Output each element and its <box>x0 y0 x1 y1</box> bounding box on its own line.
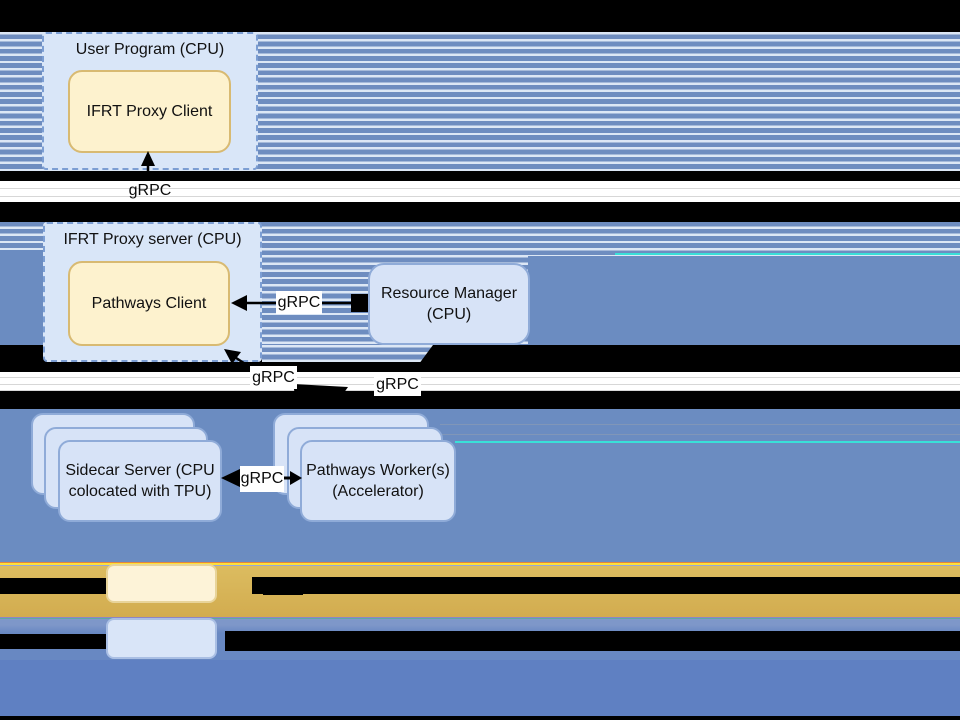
grpc-label-2: gRPC <box>276 291 322 314</box>
artifact-gray-line-2 <box>440 434 960 435</box>
resource-manager-label-line1: Resource Manager <box>380 284 518 302</box>
glitch-wedge-resource-manager <box>413 345 530 372</box>
grpc-label-4: gRPC <box>374 373 421 396</box>
glitch-band-black-2 <box>0 202 960 222</box>
grpc-label-1: gRPC <box>128 181 172 199</box>
grpc-arrow-sidecar-right-head-icon <box>290 471 302 485</box>
artifact-cyan-line-1 <box>615 253 960 255</box>
ifrt-proxy-client-box: IFRT Proxy Client <box>68 70 231 153</box>
solid-blue-bottom-band <box>0 660 960 716</box>
legend-swatch-yellow <box>106 564 217 603</box>
solid-blue-left-patch <box>0 250 43 345</box>
grpc-arrow-rm-left-head-icon <box>231 295 247 311</box>
sidecar-server-label-line2: colocated with TPU) <box>68 483 212 500</box>
pathways-client-box: Pathways Client <box>68 261 230 346</box>
grpc-arrow-rm-right-head-icon <box>351 294 368 312</box>
glitch-band-bottom-black <box>0 716 960 720</box>
striped-patch-mid <box>262 345 435 362</box>
legend-swatch-blue <box>106 618 217 659</box>
redacted-text-bar-1-right <box>252 577 960 594</box>
ifrt-proxy-server-title: IFRT Proxy server (CPU) <box>63 231 242 248</box>
glitch-band-top-black <box>0 0 960 32</box>
artifact-cyan-line-2 <box>455 441 960 443</box>
resource-manager-box: Resource Manager (CPU) <box>368 263 530 345</box>
redacted-text-bar-2-right <box>225 631 960 651</box>
resource-manager-label-line2: (CPU) <box>426 306 472 323</box>
pathways-worker-label-line1: Pathways Worker(s) <box>306 461 450 479</box>
grpc-arrow-client-head-icon <box>141 151 155 166</box>
artifact-gray-line-1 <box>440 424 960 425</box>
sidecar-server-label-line1: Sidecar Server (CPU <box>65 461 215 479</box>
grpc-arrow-diagonal-head-icon <box>224 349 241 364</box>
grpc-label-5: gRPC <box>240 466 284 492</box>
pathways-worker-label-line2: (Accelerator) <box>332 483 424 500</box>
redacted-text-bar-1-left <box>0 578 106 594</box>
glitch-band-black-4 <box>0 391 960 409</box>
grpc-arrow-sidecar-left-head-icon <box>221 468 242 488</box>
glitch-band-white-1 <box>0 181 960 202</box>
glitch-band-white-2 <box>0 372 960 391</box>
grpc-label-3: gRPC <box>250 366 297 389</box>
pathways-worker-card-front: Pathways Worker(s) (Accelerator) <box>300 440 456 522</box>
user-program-box: User Program (CPU) IFRT Proxy Client <box>42 32 258 170</box>
glitch-band-black-1 <box>0 171 960 181</box>
user-program-title: User Program (CPU) <box>75 41 225 58</box>
redacted-text-bar-1-notch <box>263 590 303 595</box>
pathways-client-label: Pathways Client <box>91 294 207 312</box>
ifrt-proxy-client-label: IFRT Proxy Client <box>86 102 213 120</box>
glitch-wedge-small <box>293 384 348 397</box>
solid-blue-right-patch <box>528 256 960 345</box>
ifrt-proxy-server-box: IFRT Proxy server (CPU) Pathways Client <box>43 222 262 362</box>
sidecar-server-card-front: Sidecar Server (CPU colocated with TPU) <box>58 440 222 522</box>
redacted-text-bar-2-left <box>0 634 106 649</box>
